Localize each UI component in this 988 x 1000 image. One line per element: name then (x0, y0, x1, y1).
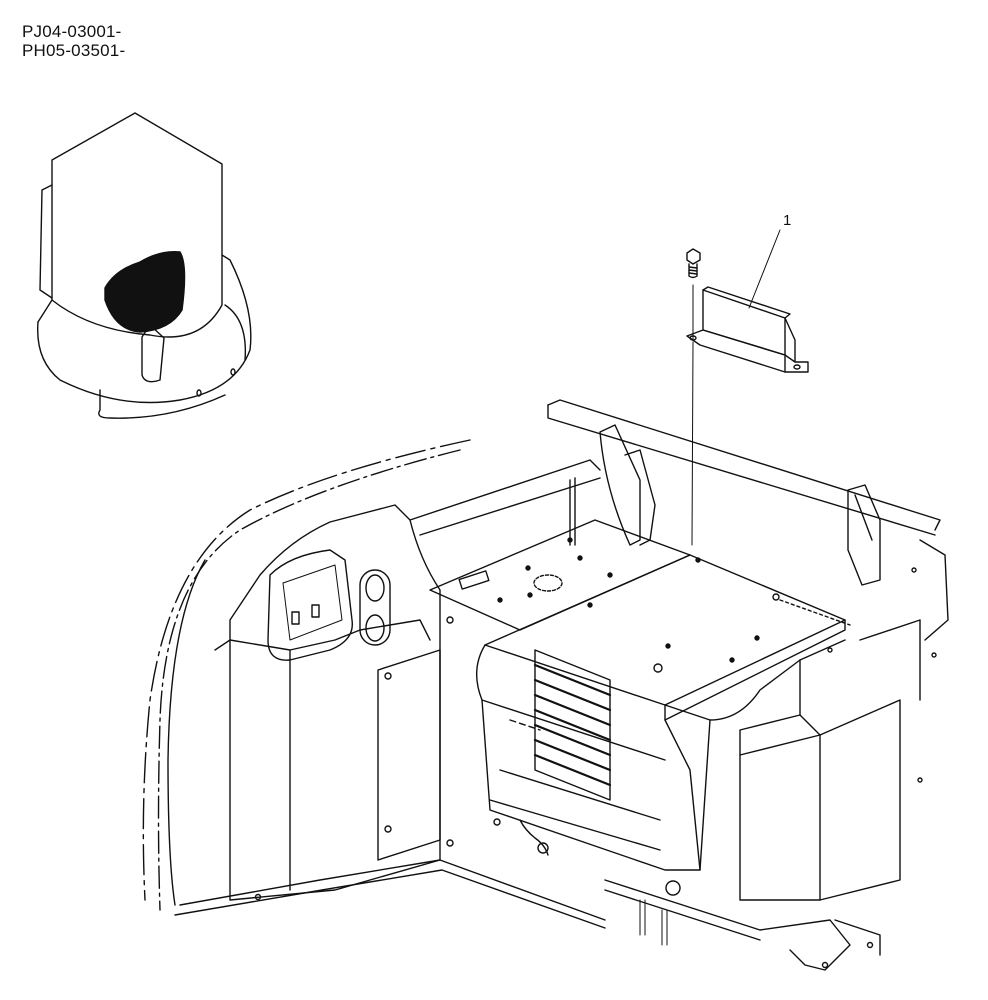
callout-number-1: 1 (783, 212, 792, 229)
serial-range-1: PJ04-03001- (22, 22, 122, 41)
serial-range-labels: PJ04-03001- PH05-03501- (22, 22, 125, 60)
cab-overview-icon (36, 112, 252, 419)
vent-louvers (533, 649, 612, 801)
bolt-icon (686, 248, 701, 279)
serial-range-2: PH05-03501- (22, 41, 126, 60)
bracket-part-1 (686, 286, 809, 373)
leader-line-1 (748, 229, 781, 309)
operator-floor-frame (142, 399, 949, 971)
